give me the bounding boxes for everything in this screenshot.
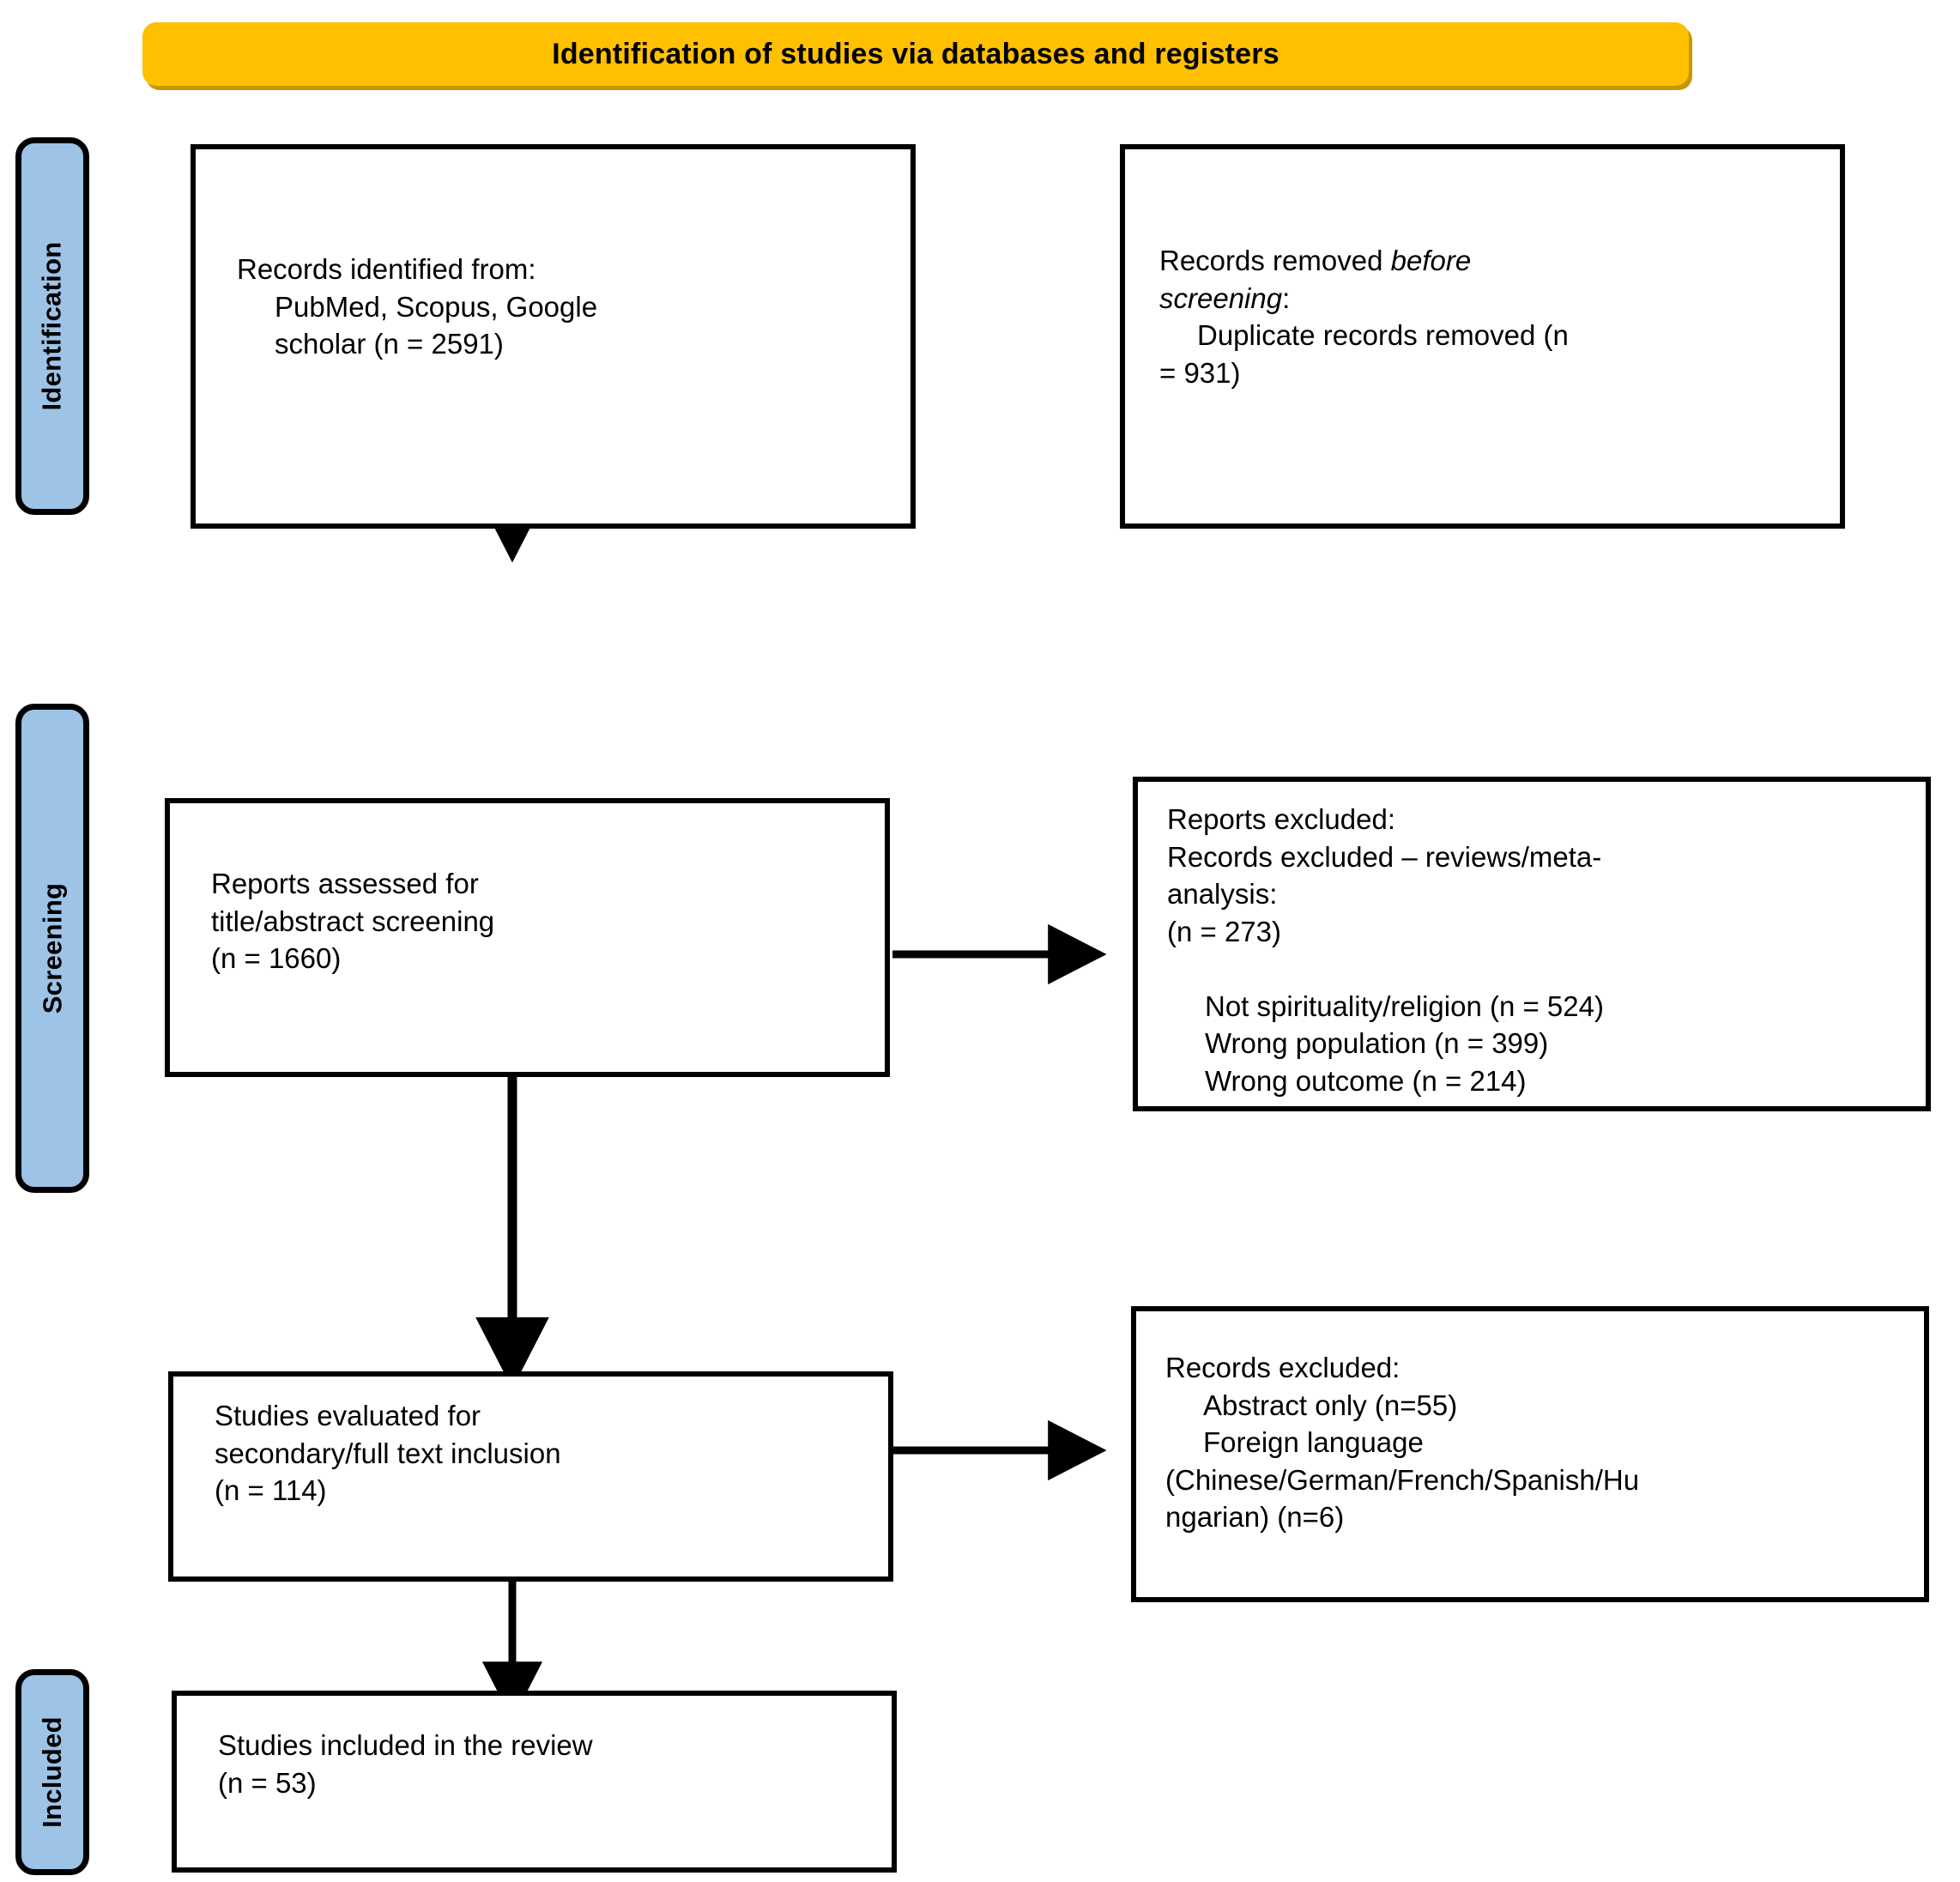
reports-excluded-line6: Wrong population (n = 399) <box>1205 1027 1549 1060</box>
records-removed-line1-italic: before <box>1390 245 1472 276</box>
reports-excluded-line1: Reports excluded: <box>1167 803 1395 835</box>
stage-tab-included: Included <box>15 1669 89 1875</box>
studies-evaluated-line2: secondary/full text inclusion <box>215 1437 561 1469</box>
box-reports-excluded: Reports excluded: Records excluded – revi… <box>1133 777 1931 1111</box>
reports-assessed-line3: (n = 1660) <box>211 942 342 975</box>
records-excluded-line1: Records excluded: <box>1165 1352 1400 1383</box>
box-reports-excluded-text: Reports excluded: Records excluded – revi… <box>1167 801 1926 1099</box>
box-records-removed: Records removed before screening: Duplicat… <box>1120 144 1845 529</box>
reports-excluded-line3: analysis: <box>1167 878 1278 911</box>
box-records-identified: Records identified from: PubMed, Scopus, … <box>191 144 916 529</box>
records-removed-line2-italic: screening <box>1159 281 1283 314</box>
records-identified-line1: Records identified from: <box>237 253 536 285</box>
studies-evaluated-line3: (n = 114) <box>215 1474 327 1507</box>
box-records-identified-text: Records identified from: PubMed, Scopus, … <box>237 251 889 363</box>
records-removed-line3: Duplicate records removed (n <box>1197 319 1569 352</box>
records-removed-line1-prefix: Records removed <box>1159 245 1391 276</box>
stage-label-identification: Identification <box>37 241 67 411</box>
reports-assessed-line1: Reports assessed for <box>211 868 479 899</box>
diagram-title: Identification of studies via databases … <box>552 37 1279 70</box>
box-records-excluded: Records excluded: Abstract only (n=55) For… <box>1131 1306 1929 1602</box>
records-identified-line3: scholar (n = 2591) <box>275 328 504 360</box>
reports-excluded-line2: Records excluded – reviews/meta- <box>1167 840 1602 873</box>
studies-included-line1: Studies included in the review <box>218 1729 593 1761</box>
stage-label-included: Included <box>37 1716 68 1828</box>
box-studies-included: Studies included in the review (n = 53) <box>172 1691 897 1873</box>
records-removed-line2-suffix: : <box>1282 281 1291 314</box>
records-excluded-line4: (Chinese/German/French/Spanish/Hu <box>1165 1463 1640 1496</box>
reports-excluded-line7: Wrong outcome (n = 214) <box>1205 1064 1527 1097</box>
diagram-header-banner: Identification of studies via databases … <box>142 22 1689 86</box>
reports-excluded-line5: Not spirituality/religion (n = 524) <box>1205 989 1604 1022</box>
box-records-excluded-text: Records excluded: Abstract only (n=55) For… <box>1165 1349 1924 1536</box>
studies-included-line2: (n = 53) <box>218 1766 317 1799</box>
box-records-removed-text: Records removed before screening: Duplicat… <box>1159 242 1837 391</box>
records-removed-line4: = 931) <box>1159 356 1241 389</box>
reports-excluded-line4: (n = 273) <box>1167 915 1281 947</box>
records-identified-line2: PubMed, Scopus, Google <box>275 290 598 323</box>
box-studies-evaluated-text: Studies evaluated for secondary/full text… <box>215 1397 884 1510</box>
reports-assessed-line2: title/abstract screening <box>211 905 495 937</box>
stage-label-screening: Screening <box>37 882 67 1014</box>
records-excluded-line2: Abstract only (n=55) <box>1203 1389 1458 1421</box>
stage-tab-identification: Identification <box>15 137 89 515</box>
box-reports-assessed-text: Reports assessed for title/abstract scree… <box>211 865 863 977</box>
stage-tab-screening: Screening <box>15 704 89 1193</box>
box-reports-assessed: Reports assessed for title/abstract scree… <box>165 798 890 1077</box>
records-excluded-line3: Foreign language <box>1203 1426 1424 1459</box>
records-excluded-line5: ngarian) (n=6) <box>1165 1501 1345 1534</box>
studies-evaluated-line1: Studies evaluated for <box>215 1400 481 1431</box>
box-studies-evaluated: Studies evaluated for secondary/full text… <box>168 1371 893 1582</box>
box-studies-included-text: Studies included in the review (n = 53) <box>218 1727 887 1801</box>
